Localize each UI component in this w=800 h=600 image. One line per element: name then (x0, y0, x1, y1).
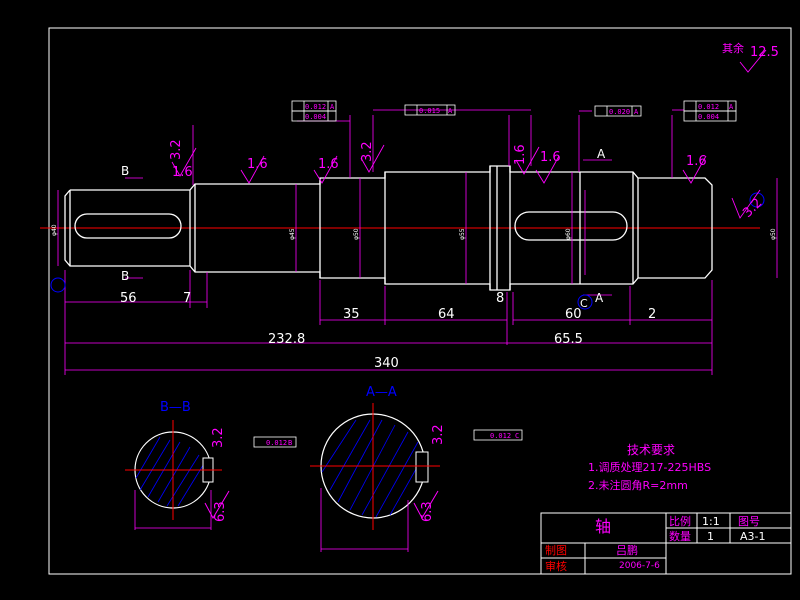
section-bb-tol-frame (253, 436, 297, 448)
title-drafter-name: 吕鹏 (616, 544, 638, 557)
title-qty-label: 数量 (669, 530, 691, 543)
diameter-labels: φ40 φ45 φ50 φ55 φ60 φ50 (51, 224, 777, 240)
roughness-value-7: 1.6 (513, 144, 528, 165)
dia-2: φ45 (289, 228, 296, 240)
section-aa-title: A—A (366, 385, 397, 400)
tol-3ref: A (634, 108, 639, 116)
title-scale-value: 1:1 (702, 515, 720, 528)
tol-4ref: A (729, 103, 734, 111)
section-aa (310, 403, 440, 552)
section-bb-tol-ref: B (288, 439, 292, 447)
section-b-top: B (121, 164, 129, 178)
section-a-bottom: A (595, 291, 604, 305)
tol-1ref: A (330, 103, 335, 111)
dim-65-5: 65.5 (554, 332, 583, 347)
section-aa-roughness: 3.2 (431, 424, 446, 445)
title-qty-value: 1 (707, 530, 714, 543)
dim-2: 2 (648, 307, 656, 322)
section-bb-tol: 0.012 (266, 439, 287, 447)
section-marks: B B A A (121, 147, 606, 305)
dia-4: φ55 (459, 228, 466, 240)
title-block (540, 512, 792, 575)
dia-3: φ50 (353, 228, 360, 240)
section-aa-tol-ref: C (515, 432, 519, 440)
tolerance-values: 0.012 0.004 A 0.015 A 0.020 A 0.012 0.00… (305, 103, 734, 121)
notes-line-1: 1.调质处理217-225HBS (588, 461, 711, 474)
dia-left: φ40 (51, 224, 58, 236)
section-b-bottom: B (121, 269, 129, 283)
roughness-other-label: 其余 (722, 41, 744, 55)
title-drafter-label: 制图 (545, 544, 567, 557)
tol-1a: 0.012 (305, 103, 326, 111)
tol-2ref: A (448, 107, 453, 115)
title-drawing-no-value: A3-1 (740, 530, 766, 543)
tol-1b: 0.004 (305, 113, 326, 121)
section-bb-roughness-2: 6.3 (213, 501, 228, 522)
notes-title: 技术要求 (627, 443, 675, 457)
title-date: 2006-7-6 (619, 561, 660, 571)
dim-64: 64 (438, 307, 455, 322)
tol-4a: 0.012 (698, 103, 719, 111)
dim-232-8: 232.8 (268, 332, 305, 347)
roughness-value-3: 1.6 (247, 157, 268, 172)
dim-35: 35 (343, 307, 360, 322)
dim-8: 8 (496, 291, 504, 306)
dim-7: 7 (183, 291, 191, 306)
section-a-top: A (597, 147, 606, 161)
roughness-value-5: 3.2 (360, 141, 375, 162)
dia-right: φ50 (770, 228, 777, 240)
title-part-name: 轴 (595, 517, 611, 536)
roughness-value-2: 1.6 (172, 165, 193, 180)
roughness-value-1: 3.2 (169, 139, 184, 160)
section-aa-roughness-2: 6.3 (420, 501, 435, 522)
tol-2: 0.015 (419, 107, 440, 115)
dim-56: 56 (120, 291, 137, 306)
title-scale-label: 比例 (669, 514, 691, 528)
roughness-value-6: 1.6 (540, 150, 561, 165)
tol-3: 0.020 (609, 108, 630, 116)
dimension-texts: 56 7 35 64 8 60 2 232.8 65.5 340 (120, 291, 656, 371)
title-checker-label: 审核 (545, 559, 567, 573)
tolerance-frames (291, 100, 737, 122)
drawing-frame (48, 27, 792, 575)
dim-60: 60 (565, 307, 582, 322)
roughness-value-4: 1.6 (318, 157, 339, 172)
datum-markers (50, 192, 765, 310)
tol-4b: 0.004 (698, 113, 719, 121)
datum-c-label: C (580, 297, 588, 310)
section-bb (125, 420, 230, 530)
notes-line-2: 2.未注圆角R=2mm (588, 478, 688, 492)
dimension-lines (57, 109, 778, 375)
roughness-values: 3.2 1.6 1.6 1.6 3.2 1.6 1.6 1.6 3.2 其余 1… (169, 41, 779, 221)
title-drawing-no-label: 图号 (738, 515, 760, 528)
roughness-value-9: 3.2 (740, 196, 765, 221)
roughness-other-value: 12.5 (750, 45, 779, 60)
section-bb-roughness: 3.2 (211, 427, 226, 448)
dim-340: 340 (374, 356, 399, 371)
shaft-outline (64, 165, 713, 291)
section-bb-title: B—B (160, 400, 191, 415)
roughness-value-8: 1.6 (686, 154, 707, 169)
section-aa-tol-frame (473, 429, 523, 441)
roughness-symbols (171, 49, 767, 219)
dia-5: φ60 (565, 228, 572, 240)
section-aa-tol: 0.012 (490, 432, 511, 440)
